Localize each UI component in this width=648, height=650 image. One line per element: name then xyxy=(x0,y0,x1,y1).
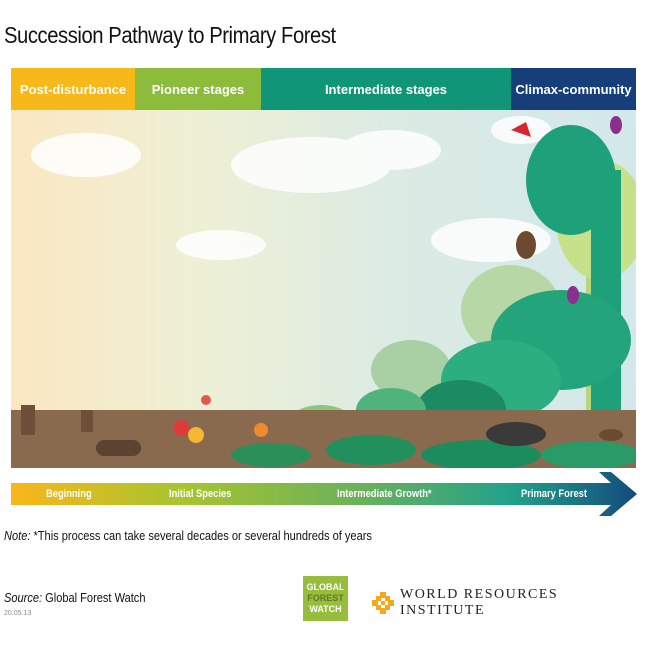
monkey xyxy=(599,429,623,441)
date: 20.05.13 xyxy=(4,610,32,617)
toucan xyxy=(610,116,622,134)
note-text: *This process can take several decades o… xyxy=(33,528,372,543)
timeline-label-intermediate-growth: Intermediate Growth* xyxy=(337,488,432,500)
toucan xyxy=(567,286,579,304)
gfw-logo-line: FOREST xyxy=(307,593,344,603)
wri-logo: WORLD RESOURCES INSTITUTE xyxy=(372,587,648,619)
footnote: Note: *This process can take several dec… xyxy=(4,528,372,543)
jaguar xyxy=(486,422,546,446)
gfw-logo-line: WATCH xyxy=(309,604,342,614)
gfw-logo-line: GLOBAL xyxy=(306,582,345,592)
forest-scene xyxy=(11,110,636,468)
timeline-arrow xyxy=(11,472,637,516)
timeline-label-beginning: Beginning xyxy=(46,488,92,500)
macaw xyxy=(511,122,531,137)
source-text: Global Forest Watch xyxy=(45,590,146,605)
gfw-logo: GLOBAL FOREST WATCH xyxy=(303,576,348,621)
page-title: Succession Pathway to Primary Forest xyxy=(4,22,336,48)
stage-intermediate: Intermediate stages xyxy=(261,68,511,110)
stage-header: Post-disturbance Pioneer stages Intermed… xyxy=(11,68,636,110)
stage-climax: Climax-community xyxy=(511,68,636,110)
animals xyxy=(486,116,623,446)
dead-stumps xyxy=(21,405,141,456)
ground-plants xyxy=(173,395,636,468)
source-prefix: Source: xyxy=(4,590,43,605)
sloth xyxy=(516,231,536,259)
wri-logo-text: WORLD RESOURCES INSTITUTE xyxy=(399,587,559,618)
stage-post-disturbance: Post-disturbance xyxy=(11,68,135,110)
timeline-label-initial-species: Initial Species xyxy=(169,488,232,500)
wri-emblem-icon xyxy=(372,592,394,614)
source: Source: Global Forest Watch xyxy=(4,590,145,605)
succession-illustration: Post-disturbance Pioneer stages Intermed… xyxy=(11,68,636,468)
stage-pioneer: Pioneer stages xyxy=(135,68,261,110)
note-prefix: Note: xyxy=(4,528,31,543)
timeline-label-primary-forest: Primary Forest xyxy=(521,488,588,500)
